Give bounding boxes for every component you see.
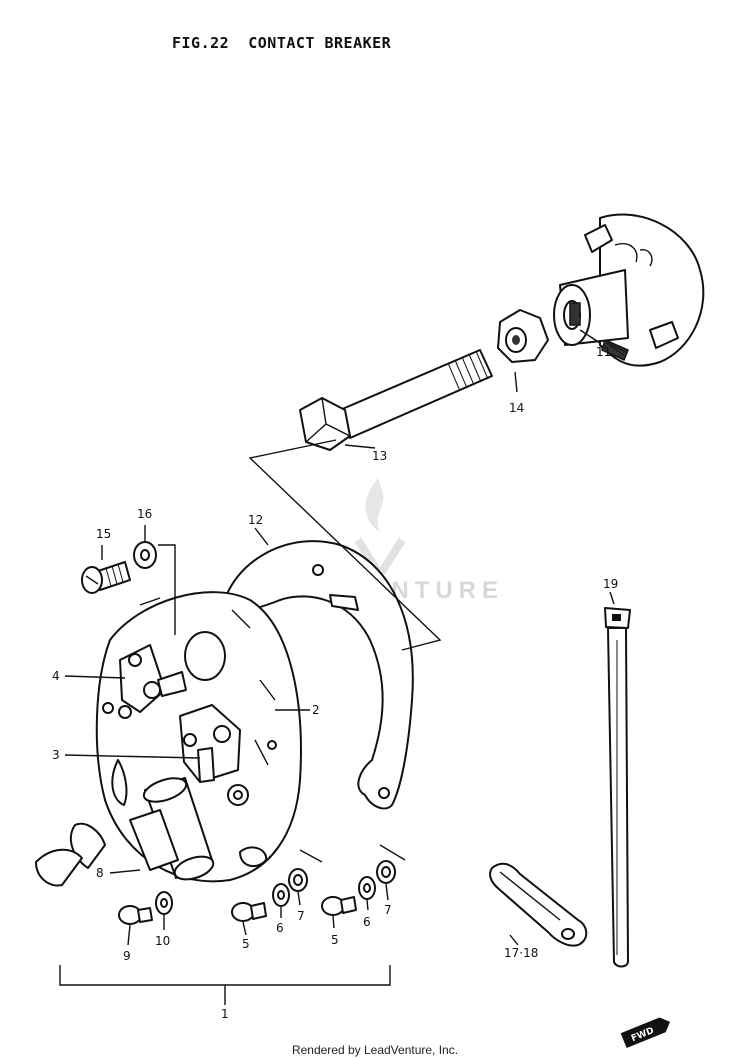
callout-3: 3	[52, 748, 60, 762]
callout-2: 2	[312, 703, 320, 717]
callout-1: 1	[221, 1007, 229, 1021]
screw-9	[118, 905, 153, 925]
callout-15: 15	[96, 527, 111, 541]
leader-lines	[59, 329, 615, 1005]
callout-5b: 5	[331, 933, 339, 947]
washer-6b	[358, 876, 376, 900]
callout-10: 10	[155, 934, 170, 948]
contact-point-lower	[179, 704, 249, 806]
governor-assembly	[553, 213, 705, 367]
figure-title: FIG.22 CONTACT BREAKER	[172, 34, 391, 52]
cable-tie	[604, 607, 631, 968]
callout-9: 9	[123, 949, 131, 963]
callout-12: 12	[248, 513, 263, 527]
figure-caption: CONTACT BREAKER	[248, 34, 392, 52]
callout-19: 19	[603, 577, 618, 591]
screw-5b	[321, 896, 357, 916]
callout-5a: 5	[242, 937, 250, 951]
callout-11: 11	[596, 345, 611, 359]
nut	[497, 309, 549, 363]
callout-8: 8	[96, 866, 104, 880]
callout-labels: 11 14 13 12 15 16 19 4 2 3 8 9 10 5 6 7 …	[52, 345, 618, 1021]
washer-16	[133, 541, 157, 569]
contact-point-upper	[118, 644, 187, 719]
callout-16: 16	[137, 507, 152, 521]
cover-plate	[221, 540, 414, 810]
washer-7a	[288, 868, 308, 892]
washer-7b	[376, 860, 396, 884]
screw-15	[81, 561, 131, 594]
callout-4: 4	[52, 669, 60, 683]
callout-7b: 7	[384, 903, 392, 917]
screw-5a	[231, 902, 267, 922]
condenser	[35, 777, 215, 887]
callout-13: 13	[372, 449, 387, 463]
washer-6a	[272, 883, 290, 907]
callout-7a: 7	[297, 909, 305, 923]
wire-clamp	[489, 862, 588, 947]
long-bolt	[299, 349, 493, 451]
callout-14: 14	[509, 401, 524, 415]
washer-10	[155, 891, 173, 915]
footer-credit: Rendered by LeadVenture, Inc.	[291, 1043, 459, 1057]
callout-17-18: 17·18	[504, 946, 538, 960]
figure-number: FIG.22	[172, 34, 230, 52]
callout-6a: 6	[276, 921, 284, 935]
callout-6b: 6	[363, 915, 371, 929]
